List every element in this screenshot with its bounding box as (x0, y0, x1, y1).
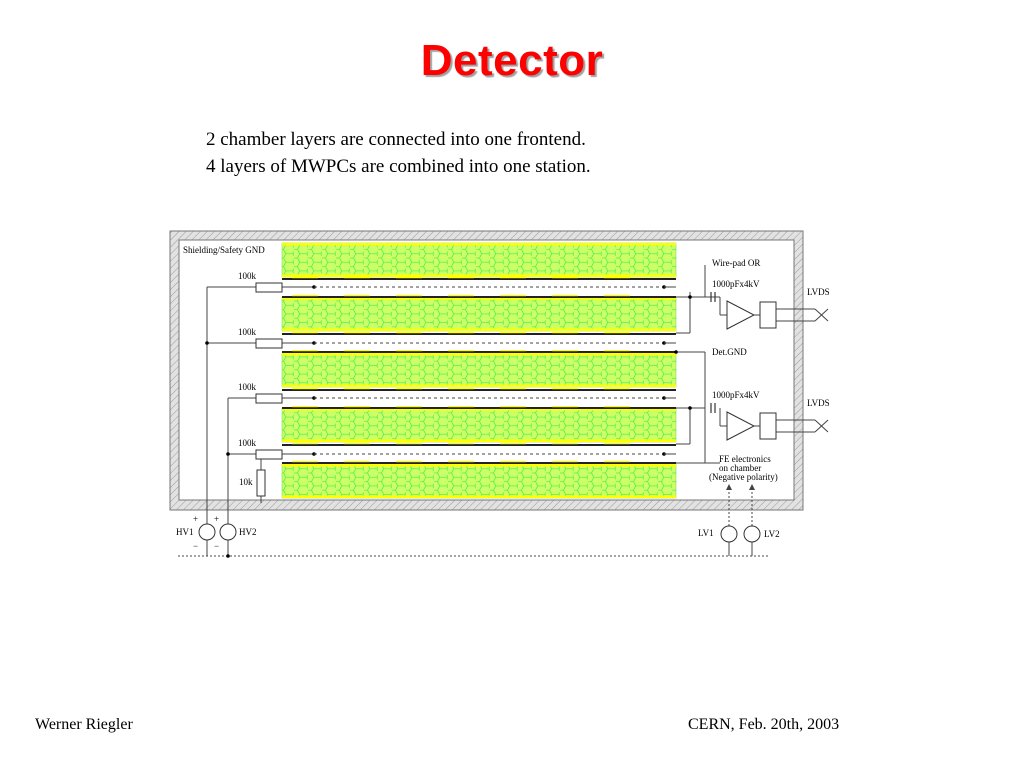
capacitor-label-2: 1000pFx4kV (712, 390, 760, 400)
resistor-100k-3: 100k (238, 382, 283, 404)
footer-author: Werner Riegler (35, 716, 133, 733)
hv1-plus-sign: + (193, 514, 198, 524)
hv2-plus-sign: + (214, 514, 219, 524)
resistor-100k-4: 100k (238, 438, 283, 460)
mwpc-chamber (281, 352, 677, 388)
circuit-wires (178, 265, 829, 558)
arrow-up-icon (749, 484, 755, 490)
lvds-label-2: LVDS (807, 398, 830, 408)
junction-dot (226, 554, 230, 558)
resistor-label: 100k (238, 271, 257, 281)
resistor-100k-2: 100k (238, 327, 283, 349)
lvds-label-1: LVDS (807, 287, 830, 297)
junction-dot (674, 350, 678, 354)
shielding-frame (169, 230, 804, 511)
resistor-100k-1: 100k (238, 271, 283, 293)
wire-plane (282, 388, 676, 391)
capacitor-icon-2 (710, 403, 716, 413)
discriminator-icon-1 (759, 301, 777, 329)
bullet-text-1: 2 chamber layers are connected into one … (206, 129, 586, 150)
amplifier-icon-2 (726, 411, 756, 441)
junction-dot (688, 295, 692, 299)
resistor-label: 10k (239, 477, 253, 487)
det-gnd-label: Det.GND (712, 347, 747, 357)
shielding-label: Shielding/Safety GND (183, 245, 265, 255)
fe-label-line-1: FE electronics (719, 454, 771, 464)
arrow-up-icon (726, 484, 732, 490)
hv2-minus-sign: − (214, 541, 219, 551)
resistor-label: 100k (238, 382, 257, 392)
bullet-text-2: 4 layers of MWPCs are combined into one … (206, 156, 591, 177)
capacitor-label-1: 1000pFx4kV (712, 279, 760, 289)
wire-plane (282, 406, 676, 409)
mwpc-chamber (281, 407, 677, 443)
wire-plane (282, 277, 676, 280)
junction-dot (226, 452, 230, 456)
wire-plane (282, 332, 676, 335)
amplifier-icon-1 (726, 300, 756, 330)
lv1-supply-icon (720, 525, 738, 543)
lv2-label: LV2 (764, 529, 780, 539)
hv2-label: HV2 (239, 527, 257, 537)
junction-dot (688, 406, 692, 410)
fe-label-line-3: (Negative polarity) (709, 472, 778, 482)
mwpc-chamber (281, 242, 677, 278)
wire-plane (282, 443, 676, 446)
hv1-supply-icon (198, 523, 216, 541)
resistor-label: 100k (238, 327, 257, 337)
hv2-supply-icon (219, 523, 237, 541)
lv2-supply-icon (743, 525, 761, 543)
discriminator-icon-2 (759, 412, 777, 440)
resistor-label: 100k (238, 438, 257, 448)
resistor-10k: 10k (239, 469, 266, 497)
wire-plane (282, 350, 676, 353)
fe-label-line-2: on chamber (719, 463, 761, 473)
wire-plane (282, 461, 676, 464)
mwpc-chamber (281, 296, 677, 332)
hv1-minus-sign: − (193, 541, 198, 551)
lv1-label: LV1 (698, 528, 714, 538)
chamber-stack (281, 242, 677, 499)
wire-pad-or-label: Wire-pad OR (712, 258, 760, 268)
slide-title: Detector (420, 36, 604, 85)
junction-dot (205, 341, 209, 345)
bullet-list: 2 chamber layers are connected into one … (206, 126, 591, 180)
wire-plane (282, 295, 676, 298)
capacitor-icon-1 (710, 292, 716, 302)
hv1-label: HV1 (176, 527, 194, 537)
footer-event: CERN, Feb. 20th, 2003 (688, 716, 840, 733)
mwpc-chamber (281, 463, 677, 499)
